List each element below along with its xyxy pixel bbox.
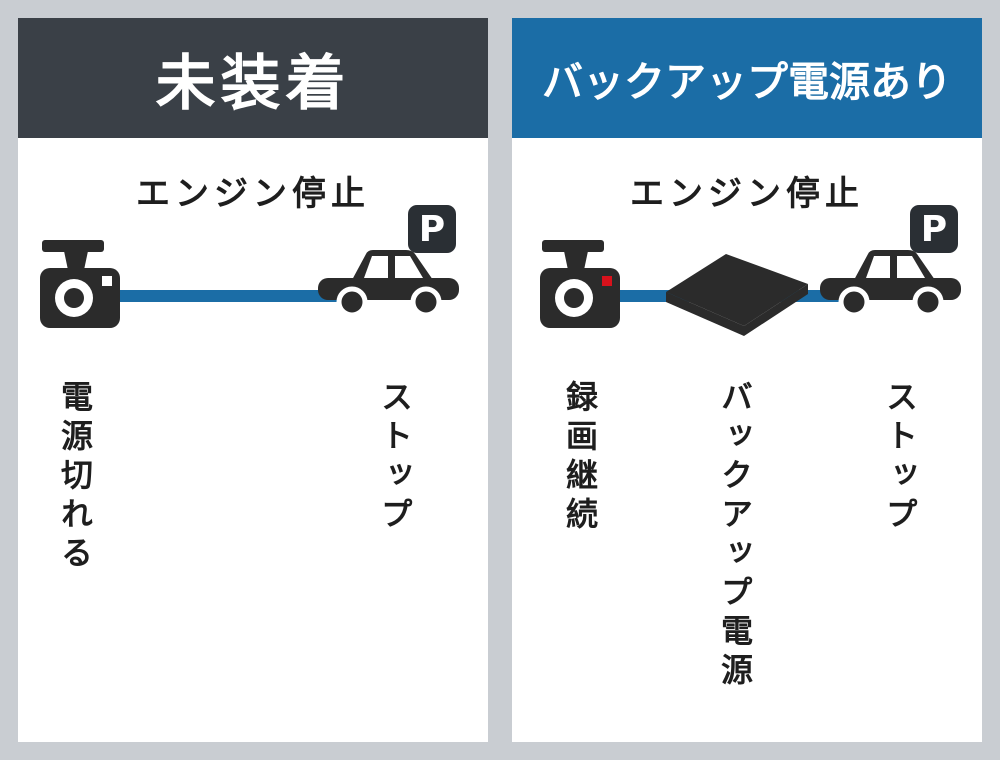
car-icon xyxy=(818,240,963,328)
engine-stop-label: エンジン停止 xyxy=(630,174,864,214)
car-icon xyxy=(316,240,461,328)
car-status-label: ストップ xyxy=(881,380,919,536)
backup-battery-icon xyxy=(660,246,815,341)
camera-status-label: 電源切れる xyxy=(56,380,94,575)
backup-device-label: バックアップ電源 xyxy=(716,380,754,692)
power-line xyxy=(106,290,356,302)
panel-with-backup: バックアップ電源あり エンジン停止 xyxy=(512,18,982,742)
engine-stop-label: エンジン停止 xyxy=(136,174,370,214)
dashcam-icon xyxy=(538,238,622,350)
dashcam-icon xyxy=(38,238,122,350)
parking-sign: P xyxy=(408,205,456,253)
parking-sign-letter: P xyxy=(920,208,948,250)
record-dot-icon xyxy=(102,276,112,286)
parking-sign-letter: P xyxy=(418,208,446,250)
panel-title: バックアップ電源あり xyxy=(542,58,952,106)
panel-title: 未装着 xyxy=(155,48,351,119)
camera-status-label: 録画継続 xyxy=(561,380,599,536)
parking-sign: P xyxy=(910,205,958,253)
record-dot-icon xyxy=(602,276,612,286)
car-status-label: ストップ xyxy=(376,380,414,536)
panel-without-backup: 未装着 エンジン停止 P xyxy=(18,18,488,742)
panel-without-backup-header: 未装着 xyxy=(18,18,488,138)
panel-with-backup-header: バックアップ電源あり xyxy=(512,18,982,138)
